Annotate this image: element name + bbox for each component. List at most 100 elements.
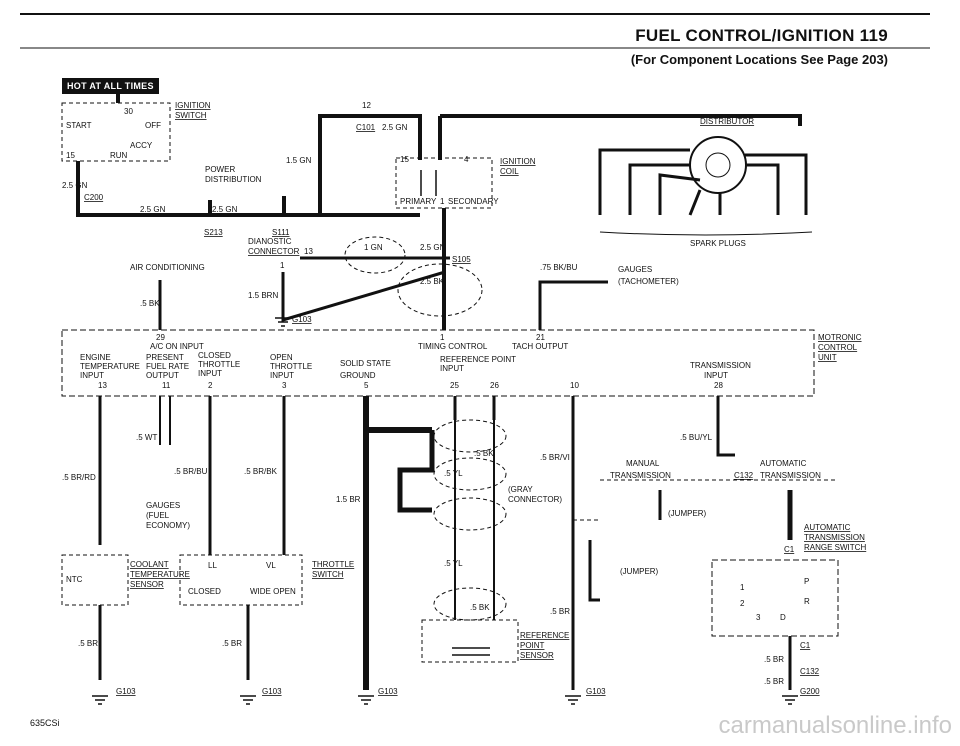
wire-label-25gn-e: 2.5 GN <box>420 243 446 252</box>
coil-pin-1: 1 <box>440 197 445 206</box>
ecu-in-0-l0: ENGINE <box>80 353 111 362</box>
ecu-in-3-l0: OPEN <box>270 353 293 362</box>
wire-label-25bk: 2.5 BK <box>420 277 445 286</box>
ground-g103-d: G103 <box>586 687 606 696</box>
ground-g103-top: G103 <box>292 315 312 324</box>
splice-s105: S105 <box>452 255 471 264</box>
switch-pos-15: 15 <box>66 151 75 160</box>
ecu-in-5-pin-25: 25 <box>450 381 459 390</box>
page-title: FUEL CONTROL/IGNITION 119 <box>635 26 888 45</box>
reference-sensor-box <box>421 619 519 663</box>
distributor-label: DISTRIBUTOR <box>700 117 754 126</box>
throttle-ll: LL <box>208 561 217 570</box>
wire-label-5bk-ac: .5 BK <box>140 299 160 308</box>
coolant-1: COOLANT <box>130 560 169 569</box>
range-r: R <box>804 597 810 606</box>
hot-at-all-times-badge: HOT AT ALL TIMES <box>62 78 159 94</box>
manual-tx-1: MANUAL <box>626 459 660 468</box>
wire-label-15brn: 1.5 BRN <box>248 291 278 300</box>
wire-25gn-main <box>76 161 420 217</box>
ecu-ac-on-input: A/C ON INPUT <box>150 342 204 351</box>
ecu-timing-control: TIMING CONTROL <box>418 342 488 351</box>
throttle-wide-open: WIDE OPEN <box>250 587 296 596</box>
jumper-a: (JUMPER) <box>668 509 707 518</box>
wire-label-5brbk: .5 BR/BK <box>244 467 278 476</box>
wire-label-5yl-b: .5 YL <box>444 559 463 568</box>
ecu-in-4-pin: 5 <box>364 381 369 390</box>
wire-label-5bk-a: .5 BK <box>474 449 494 458</box>
wire-label-5buyl: .5 BU/YL <box>680 433 713 442</box>
ecu-in-4-l0: SOLID STATE <box>340 359 391 368</box>
wire-label-5br-b: .5 BR <box>222 639 242 648</box>
motronic-label-3: UNIT <box>818 353 837 362</box>
jumper-b: (JUMPER) <box>620 567 659 576</box>
gray-conn-2: CONNECTOR) <box>508 495 562 504</box>
wire-label-15br: 1.5 BR <box>336 495 361 504</box>
diag-conn-label-1: DIANOSTIC <box>248 237 292 246</box>
ecu-in-3-l1: THROTTLE <box>270 362 312 371</box>
auto-tx-1: AUTOMATIC <box>760 459 807 468</box>
ignition-coil-label-1: IGNITION <box>500 157 536 166</box>
ecu-in-2-pin: 2 <box>208 381 213 390</box>
coil-secondary: SECONDARY <box>448 197 499 206</box>
range-1: 1 <box>740 583 745 592</box>
spark-plugs-label: SPARK PLUGS <box>690 239 746 248</box>
wire-label-5brvi: .5 BR/VI <box>540 453 570 462</box>
manual-tx-2: TRANSMISSION <box>610 471 671 480</box>
diag-pin-1: 1 <box>280 261 285 270</box>
connector-c200: C200 <box>84 193 104 202</box>
ecu-box <box>61 329 815 397</box>
gauges-fuel-2: (FUEL <box>146 511 170 520</box>
wire-25gn-coil <box>318 114 422 215</box>
ref-sensor-2: POINT <box>520 641 545 650</box>
ecu-pin-29: 29 <box>156 333 165 342</box>
ecu-in-0-pin: 13 <box>98 381 107 390</box>
auto-tx-switch-1: AUTOMATIC <box>804 523 851 532</box>
ecu-in-3-pin: 3 <box>282 381 287 390</box>
auto-tx-switch-3: RANGE SWITCH <box>804 543 866 552</box>
wire-label-25gn-b: 2.5 GN <box>140 205 166 214</box>
ecu-in-5-pin-26: 26 <box>490 381 499 390</box>
gauges-tach-2: (TACHOMETER) <box>618 277 679 286</box>
ecu-in-7-l0: TRANSMISSION <box>690 361 751 370</box>
ecu-in-7-l1: INPUT <box>704 371 728 380</box>
ground-symbols <box>92 317 798 705</box>
ecu-in-1-l2: OUTPUT <box>146 371 179 380</box>
wire-label-25gn-a: 2.5 GN <box>62 181 88 190</box>
throttle-2: SWITCH <box>312 570 344 579</box>
c101-pin: 12 <box>362 101 371 110</box>
range-p: P <box>804 577 809 586</box>
ecu-in-0-l2: INPUT <box>80 371 104 380</box>
wire-label-5br-c: .5 BR <box>764 655 784 664</box>
ecu-pin-21: 21 <box>536 333 545 342</box>
diag-conn-label-2: CONNECTOR <box>248 247 300 256</box>
throttle-vl: VL <box>266 561 276 570</box>
coil-pin-15: 15 <box>400 155 409 164</box>
ignition-switch-label-1: IGNITION <box>175 101 211 110</box>
connector-c1-b: C1 <box>800 641 811 650</box>
diag-pin-13: 13 <box>304 247 313 256</box>
ac-label: AIR CONDITIONING <box>130 263 205 272</box>
page-subtitle: (For Component Locations See Page 203) <box>630 52 888 67</box>
switch-pos-accy: ACCY <box>130 141 153 150</box>
connector-c132-a: C132 <box>734 471 754 480</box>
auto-tx-switch-2: TRANSMISSION <box>804 533 865 542</box>
connector-c132-b: C132 <box>800 667 820 676</box>
connector-c101: C101 <box>356 123 376 132</box>
splice-s213: S213 <box>204 228 223 237</box>
ignition-coil-label-2: COIL <box>500 167 519 176</box>
ecu-in-5-l0: REFERENCE POINT <box>440 355 516 364</box>
ecu-in-3-l2: INPUT <box>270 371 294 380</box>
gauges-tach-1: GAUGES <box>618 265 652 274</box>
ecu-in-1-l0: PRESENT <box>146 353 184 362</box>
coolant-3: SENSOR <box>130 580 164 589</box>
motronic-label-2: CONTROL <box>818 343 858 352</box>
ecu-in-2-l0: CLOSED <box>198 351 231 360</box>
ecu-in-2-l2: INPUT <box>198 369 222 378</box>
ignition-switch-box <box>61 102 171 162</box>
coil-pin-4: 4 <box>464 155 469 164</box>
ntc-label: NTC <box>66 575 83 584</box>
ecu-in-7-pin: 28 <box>714 381 723 390</box>
throttle-1: THROTTLE <box>312 560 354 569</box>
power-dist-label-2: DISTRIBUTION <box>205 175 262 184</box>
